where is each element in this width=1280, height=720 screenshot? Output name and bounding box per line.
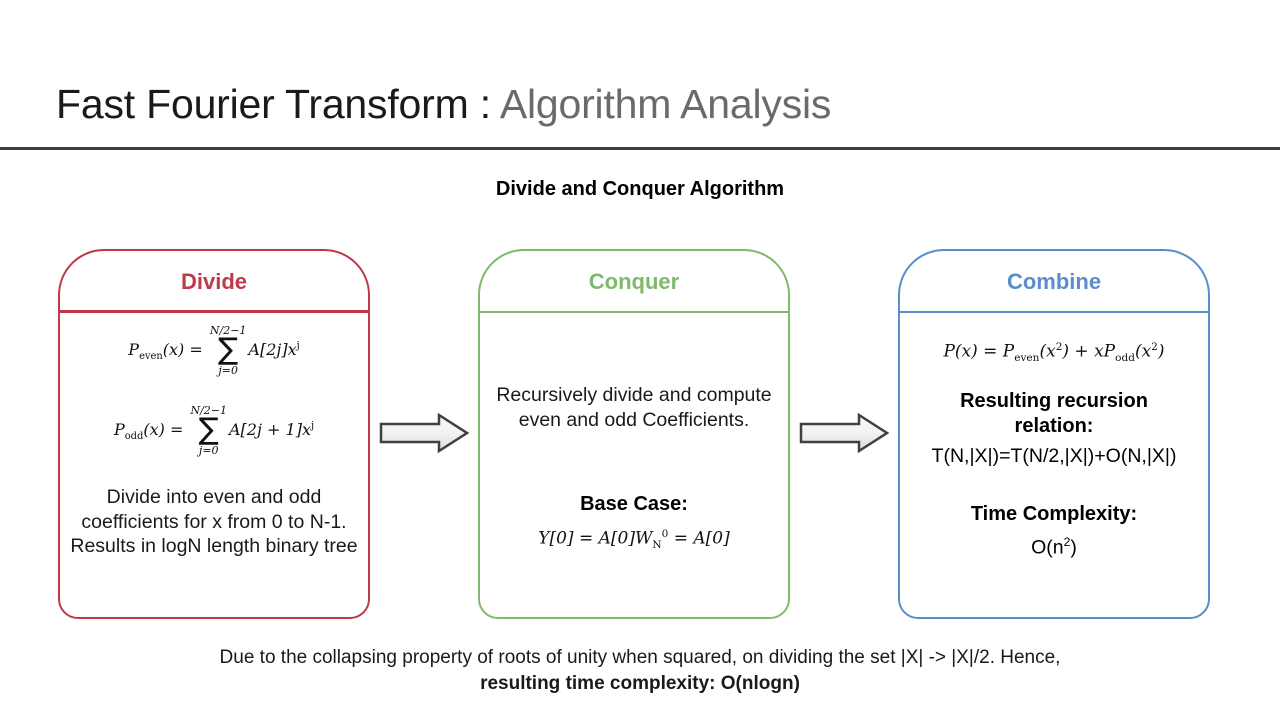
base-case-w-superscript: 0: [661, 528, 669, 540]
page-title-subtitle: Algorithm Analysis: [499, 81, 832, 127]
conquer-to-combine-arrow-icon: [799, 412, 890, 454]
summation-lower-limit-odd: j=0: [198, 443, 219, 457]
recursion-relation-formula: T(N,|X|)=T(N/2,|X|)+O(N,|X|): [931, 445, 1177, 467]
formula-p-odd-subscript: odd: [124, 430, 144, 442]
divide-description: Divide into even and odd coefficients fo…: [70, 486, 358, 557]
formula-p-even-lhs: P: [128, 339, 140, 359]
formula-combine-odd-subscript: odd: [1115, 352, 1135, 365]
divide-to-conquer-arrow-icon: [379, 412, 470, 454]
summation-upper-limit-odd: N/2−1: [190, 404, 227, 417]
stage-body-conquer: Recursively divide and compute even and …: [480, 313, 788, 617]
formula-combine-tail: (x: [1134, 341, 1152, 362]
summation-symbol-odd: N/2−1∑j=0: [190, 405, 227, 456]
formula-combine-square-2: 2: [1151, 341, 1158, 353]
page-title: Fast Fourier Transform : Algorithm Analy…: [56, 78, 831, 130]
formula-combine-lhs: P(x) = P: [943, 341, 1015, 362]
formula-p-odd-exponent: j: [310, 420, 315, 432]
formula-p-even-subscript: even: [139, 350, 163, 362]
footnote: Due to the collapsing property of roots …: [40, 645, 1240, 697]
formula-combine-mid: (x: [1039, 341, 1056, 362]
formula-combine-even-subscript: even: [1014, 352, 1040, 365]
stage-card-conquer: Conquer Recursively divide and compute e…: [478, 249, 790, 619]
formula-p-odd-arg: (x) =: [143, 419, 189, 439]
time-complexity-value: O(n2): [900, 535, 1208, 560]
diagram-heading: Divide and Conquer Algorithm: [495, 178, 785, 200]
title-divider-rule: [0, 147, 1280, 150]
summation-upper-limit-even: N/2−1: [209, 324, 247, 337]
stage-header-conquer: Conquer: [480, 251, 788, 313]
formula-combine: P(x) = Peven(x2) + xPodd(x2): [900, 341, 1208, 364]
formula-p-even-term: A[2j]x: [248, 339, 297, 359]
sigma-icon: ∑: [198, 412, 219, 447]
base-case-formula-lhs: Y[0] = A[0]W: [538, 528, 653, 549]
base-case-formula-rhs: = A[0]: [668, 528, 730, 549]
base-case-label: Base Case:: [580, 493, 688, 515]
page-title-main: Fast Fourier Transform :: [56, 81, 500, 127]
formula-combine-close: ): [1157, 341, 1165, 362]
footnote-line-1: Due to the collapsing property of roots …: [219, 647, 1061, 668]
summation-symbol-even: N/2−1∑j=0: [210, 325, 247, 376]
formula-combine-plus: ) + xP: [1062, 341, 1116, 362]
time-complexity-exponent: 2: [1063, 535, 1071, 549]
time-complexity-label: Time Complexity:: [970, 503, 1138, 525]
stage-card-combine: Combine P(x) = Peven(x2) + xPodd(x2) Res…: [898, 249, 1210, 619]
footnote-line-2: resulting time complexity: O(nlogn): [480, 673, 800, 694]
formula-p-odd-term: A[2j + 1]x: [229, 419, 311, 439]
stage-header-combine: Combine: [900, 251, 1208, 313]
sigma-icon: ∑: [218, 332, 239, 367]
base-case-formula: Y[0] = A[0]WN0 = A[0]: [480, 528, 788, 551]
summation-lower-limit-even: j=0: [218, 363, 238, 377]
base-case-w-subscript: N: [652, 539, 662, 552]
formula-p-odd-lhs: P: [113, 419, 125, 439]
recursion-relation-label: Resulting recursion relation:: [960, 390, 1148, 437]
stage-header-divide: Divide: [60, 251, 368, 313]
formula-p-even-arg: (x) =: [162, 339, 208, 359]
stage-body-combine: P(x) = Peven(x2) + xPodd(x2) Resulting r…: [900, 313, 1208, 617]
formula-p-even-exponent: j: [296, 340, 300, 352]
conquer-description: Recursively divide and compute even and …: [496, 384, 772, 431]
time-complexity-close-paren: ): [1070, 536, 1077, 559]
formula-combine-square-1: 2: [1055, 341, 1063, 353]
time-complexity-base: O(n: [1031, 536, 1064, 559]
